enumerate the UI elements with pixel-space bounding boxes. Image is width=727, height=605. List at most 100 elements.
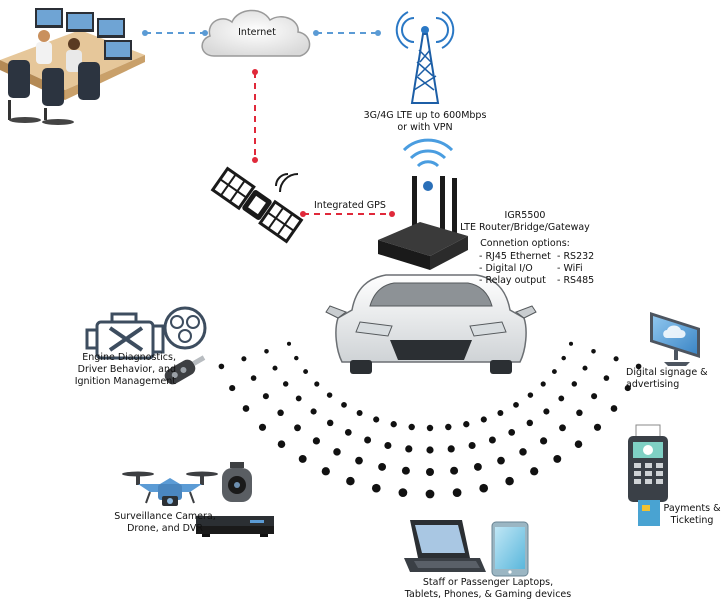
router-subtitle: LTE Router/Bridge/Gateway xyxy=(460,222,590,233)
coverage-dot xyxy=(558,395,565,402)
camera-icon xyxy=(222,462,252,502)
internet-label: Internet xyxy=(238,27,276,38)
coverage-dot xyxy=(364,436,372,444)
coverage-dot xyxy=(582,365,588,371)
coverage-dot xyxy=(425,489,435,499)
cell-tower-icon xyxy=(395,11,455,104)
payments-label-line2: Ticketing xyxy=(670,515,714,526)
coverage-dot xyxy=(530,467,539,476)
laptop-icon xyxy=(404,520,486,572)
coverage-dot xyxy=(405,445,413,453)
coverage-dot xyxy=(218,363,225,370)
coverage-dot xyxy=(479,483,489,493)
engine-label: Engine Diagnostics, Driver Behavior, and… xyxy=(30,352,176,388)
coverage-dot xyxy=(513,402,519,408)
coverage-dot xyxy=(613,356,619,362)
gps-label: Integrated GPS xyxy=(314,200,386,211)
coverage-dot xyxy=(497,456,505,465)
router-option: - Digital I/O xyxy=(479,263,533,274)
tablet-icon xyxy=(491,521,529,577)
tower-label-line1: 3G/4G LTE up to 600Mbps xyxy=(363,110,487,121)
signage-label-line1: Digital signage & xyxy=(626,367,708,378)
coverage-dot xyxy=(258,423,267,431)
coverage-dot xyxy=(378,462,387,471)
engine-icon xyxy=(85,312,165,360)
devices-label-line2: Tablets, Phones, & Gaming devices xyxy=(404,589,572,600)
coverage-dot xyxy=(401,466,410,475)
router-title: IGR5500 LTE Router/Bridge/Gateway xyxy=(440,210,610,234)
coverage-dot xyxy=(346,476,355,486)
link-internet-satellite xyxy=(252,69,258,163)
link-internet-tower xyxy=(313,30,381,36)
engine-label-line3: Ignition Management xyxy=(74,376,176,387)
coverage-dot xyxy=(398,488,408,497)
payments-label-line1: Payments & xyxy=(663,503,721,514)
coverage-dot xyxy=(473,462,482,471)
coverage-dot xyxy=(371,483,381,493)
coverage-dot xyxy=(553,454,562,463)
coverage-dot xyxy=(326,392,333,398)
router-option: - WiFi xyxy=(557,263,583,274)
satellite-icon xyxy=(210,166,304,244)
coverage-dot xyxy=(277,409,284,417)
coverage-dot xyxy=(480,416,487,423)
link-satellite-router xyxy=(300,211,395,217)
coverage-dot xyxy=(294,424,301,432)
coverage-dot xyxy=(591,349,596,354)
coverage-dot-arcs xyxy=(218,341,642,499)
router-option: - RS485 xyxy=(557,275,595,286)
coverage-dot xyxy=(468,441,476,450)
coverage-dot xyxy=(312,437,320,445)
coverage-dot xyxy=(341,402,347,408)
coverage-dot xyxy=(543,408,550,415)
coverage-dot xyxy=(250,375,257,381)
coverage-dot xyxy=(355,456,363,465)
router-options-left: - RJ45 Ethernet - Digital I/O - Relay ou… xyxy=(479,251,551,287)
coverage-dot xyxy=(551,369,557,375)
coverage-dot xyxy=(241,356,247,362)
coverage-dot xyxy=(282,381,289,387)
coverage-dot xyxy=(303,369,309,375)
drone-icon xyxy=(122,471,218,506)
devices-label-line1: Staff or Passenger Laptops, xyxy=(422,577,554,588)
coverage-dot xyxy=(333,448,341,456)
coverage-dot xyxy=(561,355,566,361)
surveillance-label: Surveillance Camera, Drone, and DVR xyxy=(100,511,230,535)
coverage-dot xyxy=(356,410,363,416)
coverage-dot xyxy=(344,429,352,436)
router-model: IGR5500 xyxy=(504,210,546,221)
surveillance-label-line2: Drone, and DVR xyxy=(127,523,203,534)
router-options-title: Connetion options: xyxy=(480,238,570,249)
coverage-dot xyxy=(277,440,286,448)
gauge-icon xyxy=(163,306,207,350)
cloud-icon xyxy=(201,9,311,57)
router-option: - RS232 xyxy=(557,251,595,262)
coverage-dot xyxy=(463,421,470,428)
coverage-dot xyxy=(426,424,434,432)
coverage-dot xyxy=(576,409,583,417)
coverage-dot xyxy=(574,440,583,448)
coverage-dot xyxy=(610,405,618,412)
coverage-dot xyxy=(264,349,269,354)
coverage-dot xyxy=(526,419,534,427)
payment-terminal-icon xyxy=(628,424,668,526)
coverage-dot xyxy=(497,410,504,416)
router-icon xyxy=(378,176,468,270)
coverage-dot xyxy=(314,381,320,387)
coverage-dot xyxy=(390,421,397,428)
car-icon xyxy=(325,274,537,374)
router-option: - RJ45 Ethernet xyxy=(479,251,551,262)
coverage-dot xyxy=(373,416,380,423)
router-wifi-icon xyxy=(402,138,454,191)
coverage-dot xyxy=(445,423,452,431)
coverage-dot xyxy=(229,385,236,392)
coverage-dot xyxy=(452,488,462,497)
coverage-dot xyxy=(326,419,334,427)
coverage-dot xyxy=(262,393,269,400)
coverage-dot xyxy=(408,423,415,431)
tower-label: 3G/4G LTE up to 600Mbps or with VPN xyxy=(350,110,500,134)
coverage-dot xyxy=(559,424,566,432)
signage-label-line2: advertising xyxy=(626,379,680,390)
coverage-dot xyxy=(568,341,574,346)
coverage-dot xyxy=(505,476,514,486)
